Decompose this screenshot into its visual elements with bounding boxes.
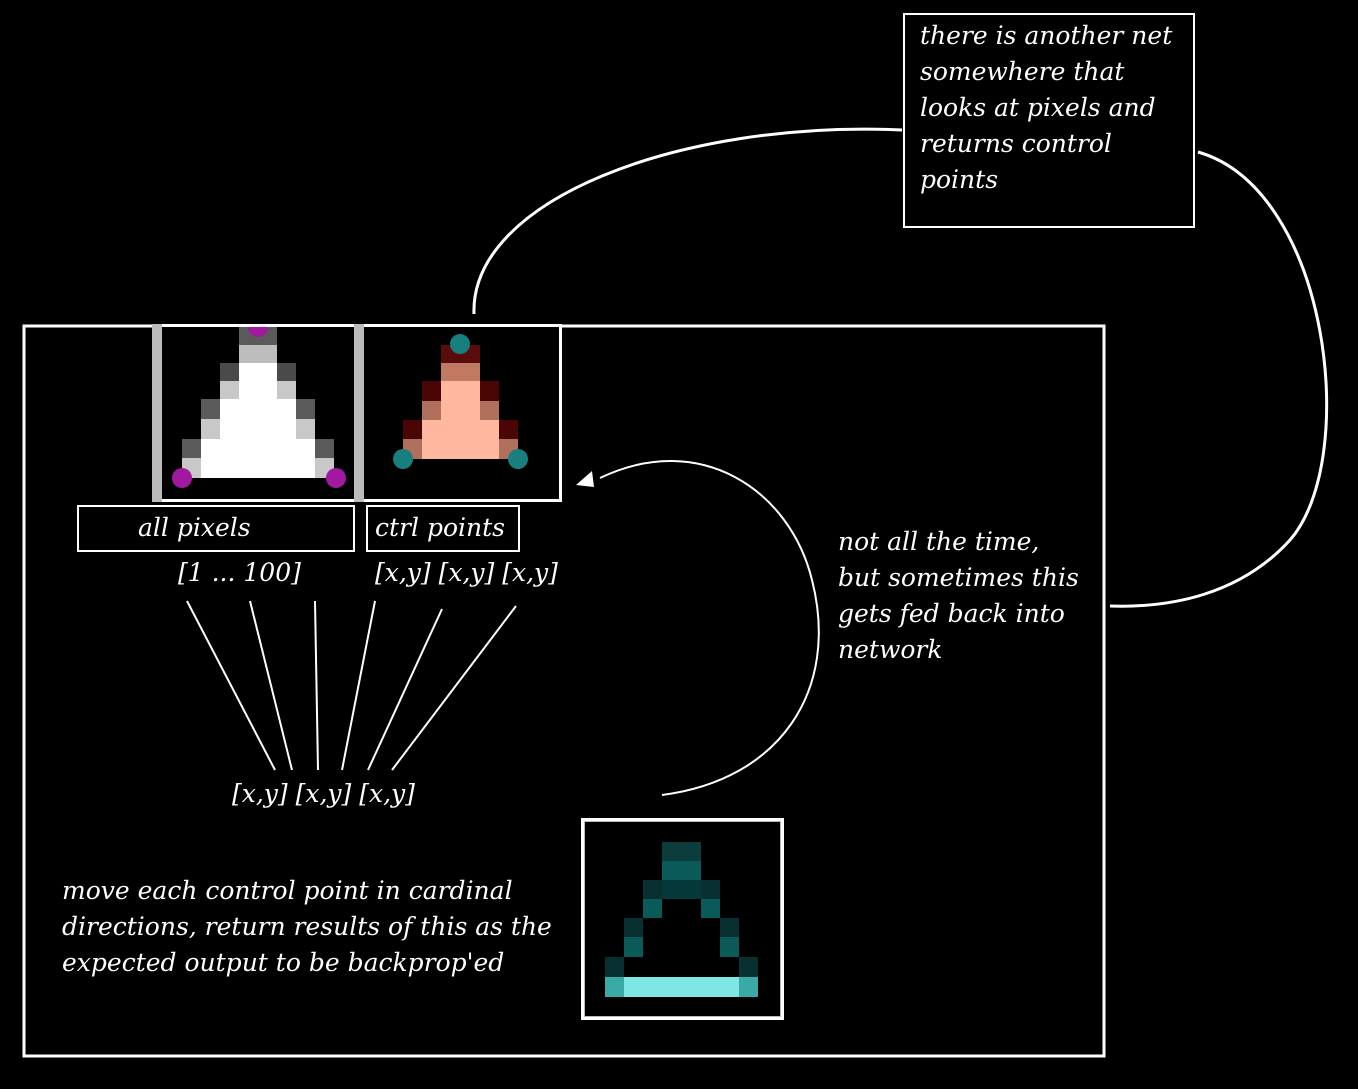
ctrl-points-label-box <box>366 505 520 552</box>
control-point-marker <box>450 334 470 354</box>
ctrl-points-image <box>364 327 557 499</box>
instruction-line: move each control point in cardinal <box>62 876 513 905</box>
control-point-marker <box>326 468 346 488</box>
output-coords-label: [x,y] [x,y] [x,y] <box>232 779 415 808</box>
note-line: looks at pixels and <box>920 93 1156 122</box>
note-line: returns control <box>920 129 1112 158</box>
instruction-line: directions, return results of this as th… <box>62 912 552 941</box>
mapping-line <box>314 600 319 771</box>
control-point-marker <box>172 468 192 488</box>
note-line: somewhere that <box>920 57 1125 86</box>
mapping-line <box>367 608 443 771</box>
panel-divider <box>152 324 162 502</box>
ctrl-points-label: ctrl points <box>375 513 505 542</box>
control-point-marker <box>248 327 268 337</box>
control-point-marker <box>508 449 528 469</box>
mapping-lines <box>186 600 517 771</box>
ctrl-coords-label: [x,y] [x,y] [x,y] <box>375 558 558 587</box>
all-pixels-label-box <box>77 505 355 552</box>
pixel-range-label: [1 ... 100] <box>178 558 301 587</box>
panel-divider <box>354 324 364 502</box>
main-frame <box>22 324 1106 1058</box>
feedback-note-line: but sometimes this <box>838 563 1079 592</box>
feedback-note-line: network <box>838 635 943 664</box>
inner-feedback-curve <box>599 460 820 796</box>
mapping-line <box>249 600 293 771</box>
mapping-line <box>391 605 517 771</box>
note-box <box>903 13 1195 228</box>
all-pixels-image <box>162 327 354 499</box>
instruction-line: expected output to be backprop'ed <box>62 948 505 977</box>
all-pixels-label: all pixels <box>138 513 251 542</box>
note-line: there is another net <box>920 21 1173 50</box>
feedback-note-line: gets fed back into <box>838 599 1065 628</box>
mapping-line <box>341 600 376 771</box>
control-point-marker <box>393 449 413 469</box>
note-line: points <box>920 165 999 194</box>
feedback-curve <box>1109 150 1329 608</box>
feedback-note-line: not all the time, <box>838 527 1040 556</box>
arrowhead-icon <box>576 471 594 487</box>
mapping-line <box>186 600 276 771</box>
net-link-curve <box>472 127 903 315</box>
output-image <box>585 822 780 1016</box>
